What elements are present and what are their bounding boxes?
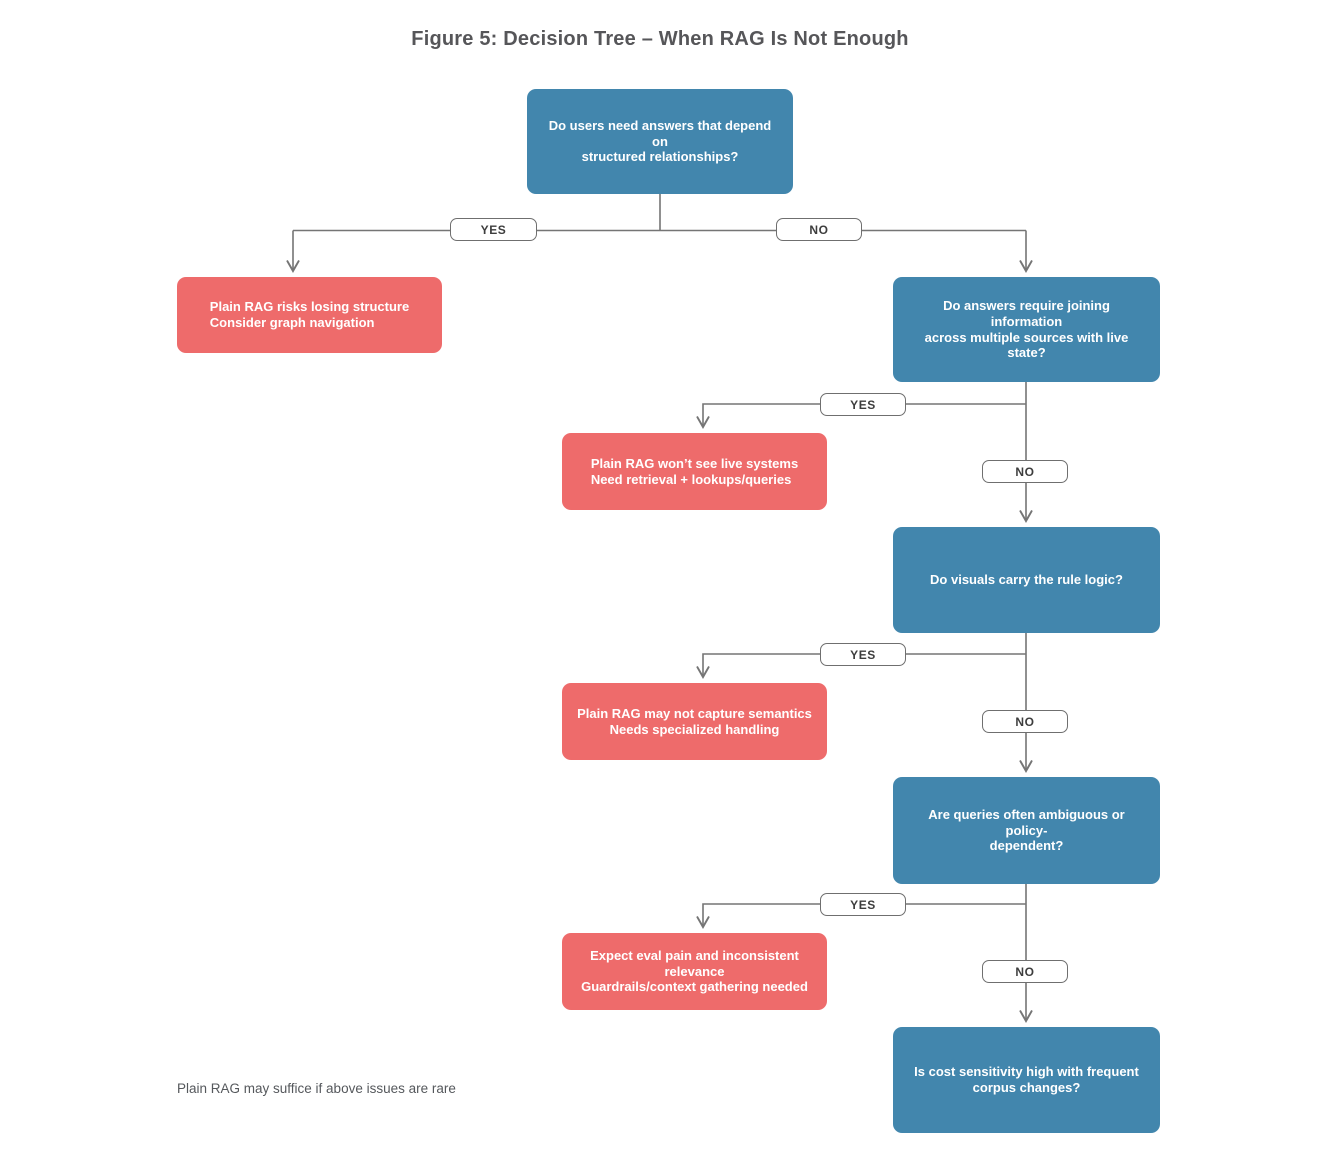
connector-yes2-arrow [696,403,1026,429]
edge-label-no-2: NO [982,460,1068,483]
decision-text: Are queries often ambiguous or policy- d… [928,807,1125,854]
decision-text: Is cost sensitivity high with frequent c… [914,1064,1139,1095]
decision-ambiguous-queries: Are queries often ambiguous or policy- d… [893,777,1160,884]
decision-text: Do answers require joining information a… [924,298,1129,361]
edge-label-no-1: NO [776,218,862,241]
decision-visual-rule-logic: Do visuals carry the rule logic? [893,527,1160,633]
decision-structured-relationships: Do users need answers that depend on str… [527,89,793,194]
edge-label-no-3: NO [982,710,1068,733]
outcome-text: Plain RAG risks losing structure Conside… [209,299,410,330]
decision-cost-sensitivity: Is cost sensitivity high with frequent c… [893,1027,1160,1133]
decision-text: Do visuals carry the rule logic? [930,572,1123,588]
edge-label-yes-4: YES [820,893,906,916]
outcome-specialized-handling: Plain RAG may not capture semantics Need… [562,683,827,760]
figure-title: Figure 5: Decision Tree – When RAG Is No… [411,28,909,50]
edge-label-yes-1: YES [450,218,537,241]
edge-label-no-4: NO [982,960,1068,983]
edge-label-yes-3: YES [820,643,906,666]
outcome-graph-navigation: Plain RAG risks losing structure Conside… [177,277,442,353]
connector-yes3-arrow [696,653,1026,679]
decision-text: Do users need answers that depend on str… [548,118,772,165]
connector-yes4-arrow [696,903,1026,929]
decision-live-state-joins: Do answers require joining information a… [893,277,1160,382]
outcome-text: Expect eval pain and inconsistent releva… [581,948,808,995]
outcome-text: Plain RAG won’t see live systems Need re… [590,455,799,487]
outcome-guardrails-context: Expect eval pain and inconsistent releva… [562,933,827,1010]
outcome-live-lookups: Plain RAG won’t see live systems Need re… [562,433,827,510]
outcome-text: Plain RAG may not capture semantics Need… [577,705,812,737]
footnote: Plain RAG may suffice if above issues ar… [177,1081,456,1096]
edge-label-yes-2: YES [820,393,906,416]
